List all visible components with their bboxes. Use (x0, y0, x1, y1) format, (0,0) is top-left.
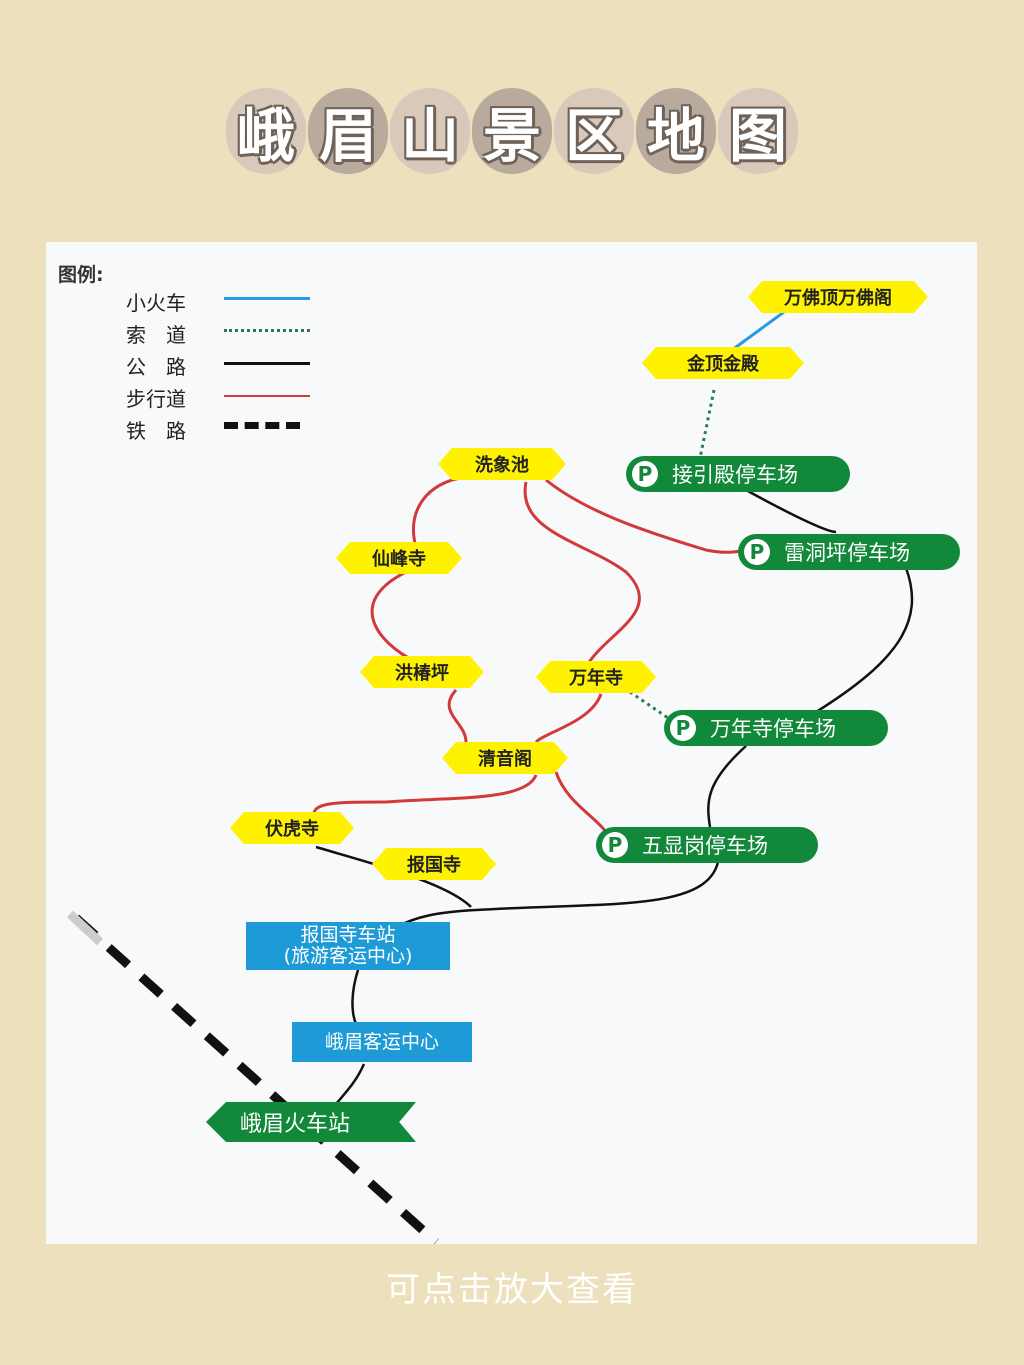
attraction-xixiangchi[interactable]: 洗象池 (438, 448, 566, 480)
train-line (731, 310, 785, 352)
title-char: 图 (718, 88, 798, 174)
station-name: 报国寺车站 (300, 924, 396, 946)
railway-line-outline (66, 910, 104, 946)
station-emei-bus[interactable]: 峨眉客运中心 (292, 1022, 472, 1062)
attraction-qingyinge[interactable]: 清音阁 (442, 742, 568, 774)
attraction-xianfengsi[interactable]: 仙峰寺 (336, 542, 462, 574)
cableway-line (698, 389, 716, 459)
parking-wanniansi[interactable]: P 万年寺停车场 (664, 710, 888, 746)
legend-cableway-line (224, 329, 310, 332)
parking-label: 五显岗停车场 (642, 834, 768, 858)
station-name: 峨眉客运中心 (324, 1030, 439, 1053)
attraction-wanniansi[interactable]: 万年寺 (536, 661, 656, 693)
parking-label: 雷洞坪停车场 (784, 541, 910, 565)
road-path (395, 861, 720, 929)
trail-path (312, 774, 538, 818)
title-char: 地 (636, 88, 716, 174)
attraction-wanfoding[interactable]: 万佛顶万佛阁 (748, 281, 928, 313)
road-path (707, 745, 747, 828)
title-char: 山 (390, 88, 470, 174)
map-panel[interactable]: 图例: 小火车 索 道 公 路 步行道 铁 路 万佛顶万佛阁 金顶金殿 洗象池 … (46, 242, 977, 1244)
road-path (351, 969, 360, 1025)
legend-train-line (224, 297, 310, 300)
trail-path (534, 693, 603, 744)
legend-railway-line (224, 422, 300, 429)
legend-heading: 图例: (58, 264, 104, 286)
railway-line (72, 914, 440, 1244)
legend-road-line (224, 362, 310, 365)
attraction-hongchunping[interactable]: 洪椿坪 (360, 656, 484, 688)
parking-icon: P (602, 832, 628, 858)
road-path (335, 1063, 366, 1105)
station-subtitle: (旅游客运中心) (283, 945, 413, 967)
parking-icon: P (632, 461, 658, 487)
parking-label: 接引殿停车场 (672, 463, 798, 487)
title-char: 景 (472, 88, 552, 174)
route-lines (66, 310, 914, 1244)
title-char: 区 (554, 88, 634, 174)
station-baoguosi[interactable]: 报国寺车站 (旅游客运中心) (246, 922, 450, 970)
attraction-fuhusi[interactable]: 伏虎寺 (230, 812, 354, 844)
parking-label: 万年寺停车场 (710, 717, 836, 741)
trail-path (545, 478, 747, 554)
legend-label-road: 公 路 (126, 355, 186, 379)
parking-wuxiangang[interactable]: P 五显岗停车场 (596, 827, 818, 863)
legend-trail-line (224, 395, 310, 397)
trail-path (447, 688, 468, 743)
trail-path (523, 481, 641, 668)
zoom-hint: 可点击放大查看 (386, 1270, 638, 1310)
page-title: 峨 眉 山 景 区 地 图 (0, 88, 1024, 178)
title-char: 峨 (226, 88, 306, 174)
legend-label-railway: 铁 路 (126, 419, 186, 443)
legend-label-train: 小火车 (126, 291, 186, 315)
parking-icon: P (744, 539, 770, 565)
station-emei-train[interactable]: 峨眉火车站 (206, 1102, 416, 1142)
parking-leidongping[interactable]: P 雷洞坪停车场 (738, 534, 960, 570)
attraction-jinding[interactable]: 金顶金殿 (642, 347, 804, 379)
parking-icon: P (670, 715, 696, 741)
trail-path (554, 771, 608, 833)
attraction-baoguosi[interactable]: 报国寺 (372, 848, 496, 880)
parking-jieyindian[interactable]: P 接引殿停车场 (626, 456, 850, 492)
road-path (745, 488, 837, 534)
title-char: 眉 (308, 88, 388, 174)
trail-path (411, 475, 467, 548)
road-path (815, 567, 914, 714)
trail-path (370, 570, 417, 664)
legend-label-trail: 步行道 (126, 387, 186, 411)
legend-label-cableway: 索 道 (126, 323, 186, 347)
